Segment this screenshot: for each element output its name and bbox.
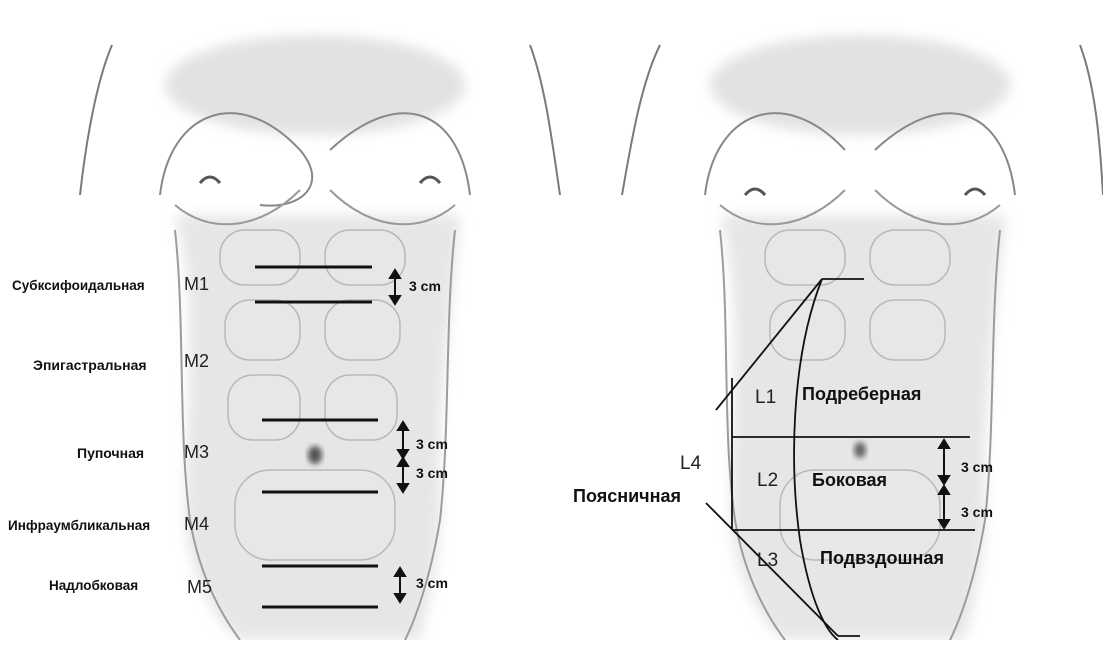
zone-code-m4: M4 [184, 514, 209, 534]
zone-name-lumbar: Поясничная [573, 486, 681, 506]
zone-name-suprapubic: Надлобковая [49, 578, 138, 593]
measure-label-m3-upper: 3 cm [416, 436, 448, 452]
zone-code-l3: L3 [757, 550, 778, 571]
left-torso-illustration [80, 35, 560, 640]
zone-name-subcostal: Подреберная [802, 384, 921, 404]
zone-name-umbilical: Пупочная [77, 445, 144, 461]
measure-label-l2-lower: 3 cm [961, 504, 993, 520]
zone-name-infraumbilical: Инфраумбликальная [8, 518, 150, 533]
zone-code-m2: M2 [184, 351, 209, 371]
zone-code-m3: M3 [184, 442, 209, 462]
zone-name-iliac: Подвздошная [820, 548, 944, 568]
zone-code-l4: L4 [680, 453, 702, 474]
measure-label-m3-lower: 3 cm [416, 465, 448, 481]
zone-name-subxiphoid: Субксифоидальная [12, 278, 145, 293]
zone-name-epigastric: Эпигастральная [33, 357, 147, 373]
measure-label-l2-upper: 3 cm [961, 459, 993, 475]
zone-code-l1: L1 [755, 387, 776, 408]
zone-code-m1: M1 [184, 274, 209, 294]
measure-label-m1: 3 cm [409, 278, 441, 294]
measure-label-m5: 3 cm [416, 575, 448, 591]
zone-code-m5: M5 [187, 577, 212, 597]
zone-code-l2: L2 [757, 470, 778, 491]
zone-name-flank: Боковая [812, 470, 887, 490]
